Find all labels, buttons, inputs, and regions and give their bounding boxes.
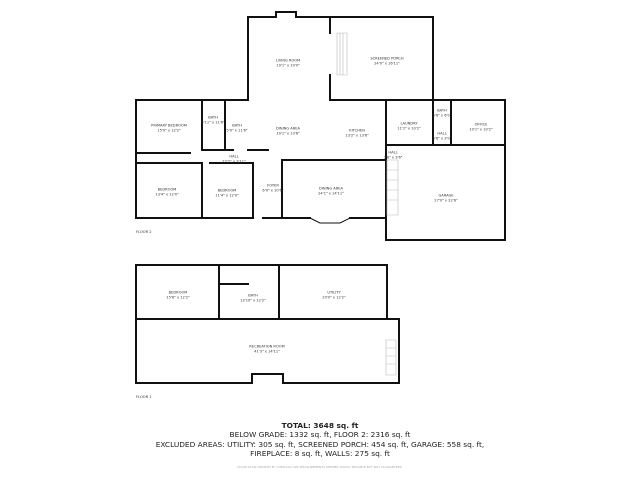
floor-label: FLOOR 1 [136,395,152,399]
floor-label: FLOOR 2 [136,230,152,234]
disclaimer: FLOOR PLAN CREATED BY CUBICASA APP. MEAS… [237,465,403,469]
room-name: SCREENED PORCH [370,56,404,61]
summary-line: BELOW GRADE: 1332 sq. ft, FLOOR 2: 2316 … [229,430,411,440]
room-dims: 24'1" x 14'11" [318,191,344,195]
room-dims: 13'2" x 13'6" [345,133,369,137]
room-dims: 11'4" x 12'0" [215,193,239,197]
room-name: HALL [229,154,239,159]
room-name: DINING AREA [319,186,343,191]
room-dims: 6'11" x 11'6" [201,120,225,124]
wall [135,264,400,384]
room-name: BATH [232,123,242,128]
porch-stairs [336,32,348,76]
room-dims: 3'8" x 3'6" [383,155,403,159]
wall [247,11,434,101]
wall [135,264,388,320]
room-dims: 20'0" x 12'2" [322,295,346,299]
wall [262,159,387,219]
stairs [385,339,397,376]
room-name: OFFICE [474,122,488,127]
wall [135,99,254,219]
wall [247,99,506,241]
room-dims: 5'6" x 3'0" [432,136,452,140]
room-name: LAUNDRY [400,121,418,126]
room-dims: 22'2" x 3'11" [222,159,246,163]
room-name: DINING AREA [276,126,300,131]
stairs [386,159,399,216]
bay-window [309,217,351,224]
room-dims: 6'0" x 10'6" [262,188,284,192]
total-area: TOTAL: 3648 sq. ft [281,421,359,430]
room-name: HALL [437,131,447,136]
room-dims: 24'0" x 16'11" [374,61,400,65]
room-name: BEDROOM [168,290,188,295]
room-name: BATH [437,108,447,113]
room-name: FOYER [267,183,279,188]
area-summary: TOTAL: 3648 sq. ft BELOW GRADE: 1332 sq.… [0,421,640,458]
room-dims: 10'1" x 10'2" [469,127,493,131]
room-dims: 13'4" x 12'0" [155,192,179,196]
room-name: KITCHEN [349,128,365,133]
room-name: GARAGE [438,193,454,198]
room-dims: 5'0" x 11'6" [226,128,248,132]
room-dims: 11'2" x 10'2" [397,126,421,130]
room-dims: 19'1" x 13'6" [276,131,300,135]
room-dims: 13'10" x 12'2" [240,298,266,302]
room-name: UTILITY [327,290,341,295]
summary-line: EXCLUDED AREAS: UTILITY: 305 sq. ft, SCR… [155,439,485,449]
room-name: BATH [248,293,258,298]
room-dims: 15'0" x 12'2" [157,128,181,132]
room-dims: 27'0" x 22'6" [434,198,458,202]
room-name: PRIMARY BEDROOM [151,123,187,128]
room-name: RECREATION ROOM [249,344,285,349]
wall [135,16,254,219]
room-name: BATH [208,115,218,120]
room-dims: 5'6" x 6'0" [432,113,452,117]
room-name: BEDROOM [217,188,237,193]
room-name: HALL [388,150,398,155]
room-dims: 19'1" x 19'0" [276,63,300,67]
room-name: LIVING ROOM [275,58,301,63]
room-name: BEDROOM [157,187,177,192]
summary-line: FIREPLACE: 8 sq. ft, WALLS: 275 sq. ft [250,448,390,458]
room-dims: 15'6" x 12'2" [166,295,190,299]
room-dims: 41'3" x 14'11" [254,349,280,353]
